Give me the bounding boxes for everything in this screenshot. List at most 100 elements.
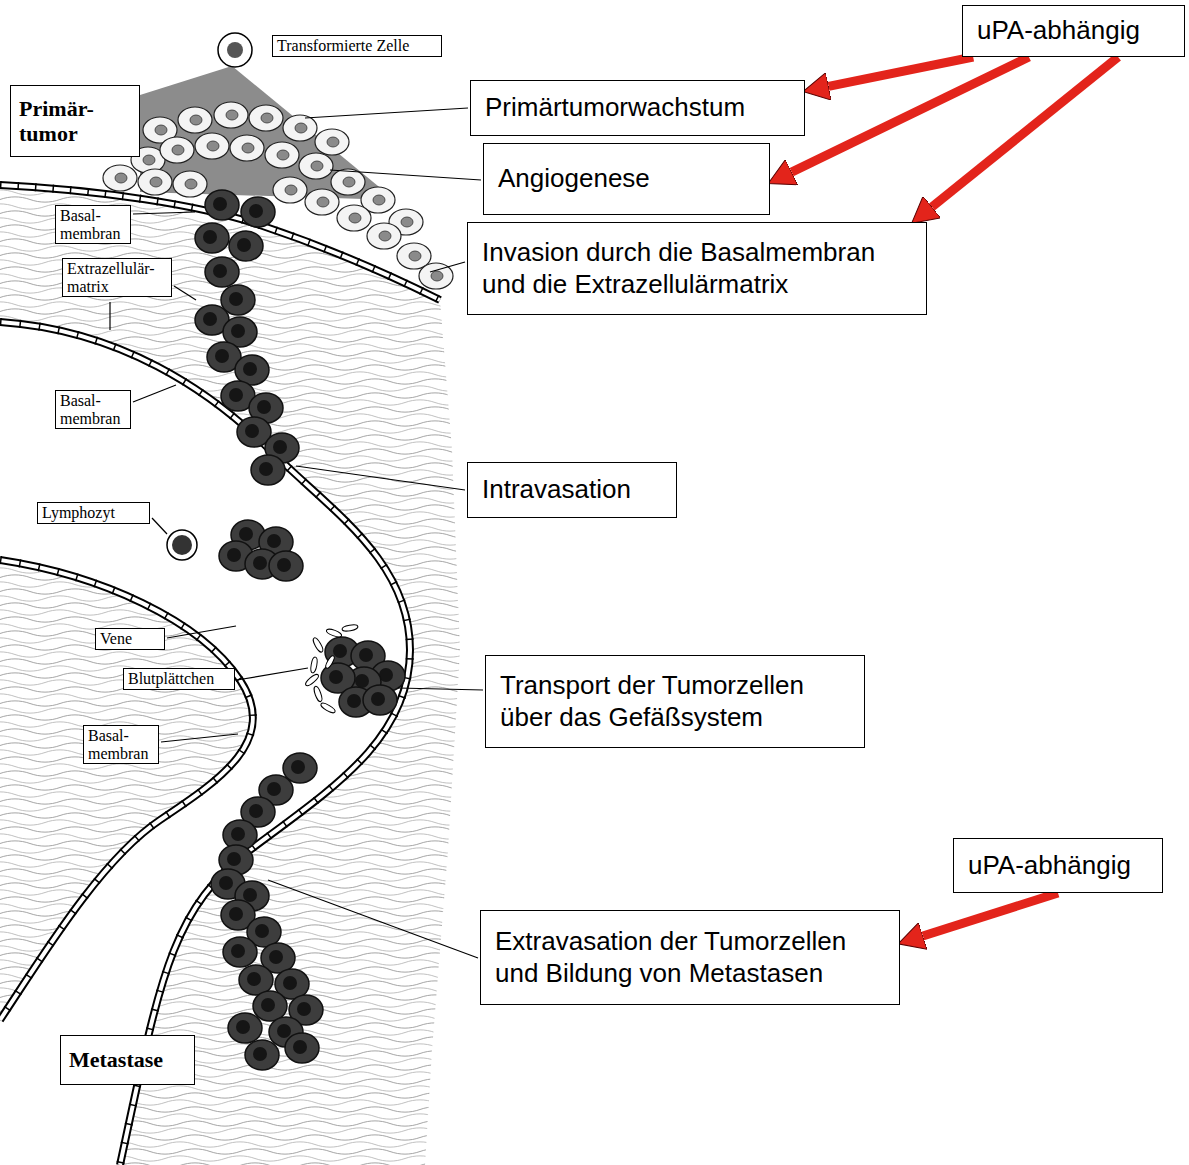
platelet: [326, 628, 343, 639]
extracellular-matrix: [0, 185, 460, 1165]
leader-line: [133, 212, 195, 214]
cell-label: Transformierte Zelle: [272, 35, 442, 57]
tumor-cell: [241, 197, 275, 227]
epithelial-cell: [315, 129, 349, 155]
node-text: Extravasation der Tumorzellen und Bildun…: [495, 926, 885, 988]
platelet: [310, 657, 318, 674]
tumor-cell: [205, 257, 239, 287]
epithelial-cell: [367, 223, 401, 249]
part-label: Extrazellulär- matrix: [62, 258, 172, 297]
epithelial-cell: [178, 107, 212, 133]
tumor-cell: [269, 551, 303, 581]
platelet-embolus: [304, 624, 405, 717]
node-text: Angiogenese: [498, 163, 755, 194]
upa-box: uPA-abhängig: [953, 838, 1163, 893]
tumor-cell: [205, 190, 239, 220]
process-box: Transport der Tumorzellen über das Gefäß…: [485, 655, 865, 748]
vessel-wall: [0, 560, 253, 1020]
part-label: Lymphozyt: [37, 502, 150, 524]
node-text: Blutplättchen: [128, 670, 230, 688]
metastasis-cells: [211, 753, 323, 1070]
node-text: Metastase: [69, 1047, 186, 1072]
circulating-tumor-cells: [219, 520, 303, 581]
platelet: [313, 686, 324, 703]
vessel-wall: [0, 560, 253, 1020]
leader-line: [237, 668, 308, 680]
part-label: Basal- membran: [55, 205, 131, 244]
platelet: [324, 655, 335, 670]
leader-line: [152, 518, 167, 534]
node-text: uPA-abhängig: [977, 15, 1170, 46]
node-text: Basal- membran: [60, 392, 126, 427]
tumor-cell: [223, 937, 257, 967]
lymphocyte-nucleus: [172, 535, 192, 555]
leader-line: [430, 262, 465, 272]
platelet: [312, 637, 325, 654]
part-label: Basal- membran: [83, 725, 159, 764]
epithelial-cell: [273, 177, 307, 203]
leader-line: [174, 286, 196, 300]
tumor-wedge: [140, 66, 395, 200]
leader-line: [161, 734, 238, 742]
upa-arrow: [923, 893, 1058, 936]
node-text: Invasion durch die Basalmembran und die …: [482, 237, 912, 299]
vessel-wall: [0, 560, 253, 1020]
leader-line: [305, 108, 468, 118]
node-text: uPA-abhängig: [968, 850, 1148, 881]
leader-line: [330, 170, 481, 180]
platelet: [342, 624, 359, 632]
transformed-cell: [218, 33, 252, 67]
upa-arrow: [932, 57, 1118, 207]
node-text: Primärtumorwachstum: [485, 92, 790, 123]
leader-line: [133, 385, 176, 402]
leader-line: [268, 880, 478, 958]
node-text: Lymphozyt: [42, 504, 145, 522]
process-box: Angiogenese: [483, 143, 770, 215]
leader-line: [398, 688, 483, 690]
stage-label: Metastase: [60, 1035, 195, 1085]
epithelial-cell: [299, 153, 333, 179]
vein-lumen: [0, 322, 410, 1165]
platelet: [320, 702, 337, 715]
process-box: Intravasation: [467, 462, 677, 518]
tumor-cell: [253, 991, 287, 1021]
tumor-cell: [285, 1033, 319, 1063]
part-label: Vene: [95, 628, 165, 650]
leader-line: [167, 626, 236, 638]
epithelial-cell: [173, 171, 207, 197]
epithelial-cell: [305, 189, 339, 215]
tumor-cell: [245, 1040, 279, 1070]
upa-box: uPA-abhängig: [962, 5, 1185, 57]
platelet: [304, 673, 320, 688]
basement-membrane: [0, 185, 440, 300]
epithelial-cell: [138, 169, 172, 195]
basement-membrane: [0, 185, 440, 300]
epithelial-cell: [265, 142, 299, 168]
tumor-cell: [251, 455, 285, 485]
node-text: Intravasation: [482, 474, 662, 505]
epithelial-cell: [103, 165, 137, 191]
tumor-cell: [228, 1013, 262, 1043]
upa-arrow: [829, 57, 974, 86]
vessel-wall: [0, 322, 410, 1165]
part-label: Basal- membran: [55, 390, 131, 429]
epithelial-cell: [230, 135, 264, 161]
leader-line: [109, 302, 110, 330]
epithelial-cell: [331, 169, 365, 195]
invading-tumor-cells: [195, 190, 299, 485]
node-text: Vene: [100, 630, 160, 648]
vessel-wall: [0, 322, 410, 1165]
process-box: Primärtumorwachstum: [470, 80, 805, 136]
epithelial-cell: [337, 205, 371, 231]
epithelial-cell: [249, 105, 283, 131]
process-box: Invasion durch die Basalmembran und die …: [467, 222, 927, 315]
process-box: Extravasation der Tumorzellen und Bildun…: [480, 910, 900, 1005]
node-text: Basal- membran: [88, 727, 154, 762]
vessel-wall: [0, 322, 410, 1165]
tumor-cell: [229, 231, 263, 261]
node-text: Extrazellulär- matrix: [67, 260, 167, 295]
node-text: Primär- tumor: [19, 96, 131, 147]
node-text: Basal- membran: [60, 207, 126, 242]
epithelial-cell: [283, 115, 317, 141]
node-text: Transformierte Zelle: [277, 37, 437, 55]
